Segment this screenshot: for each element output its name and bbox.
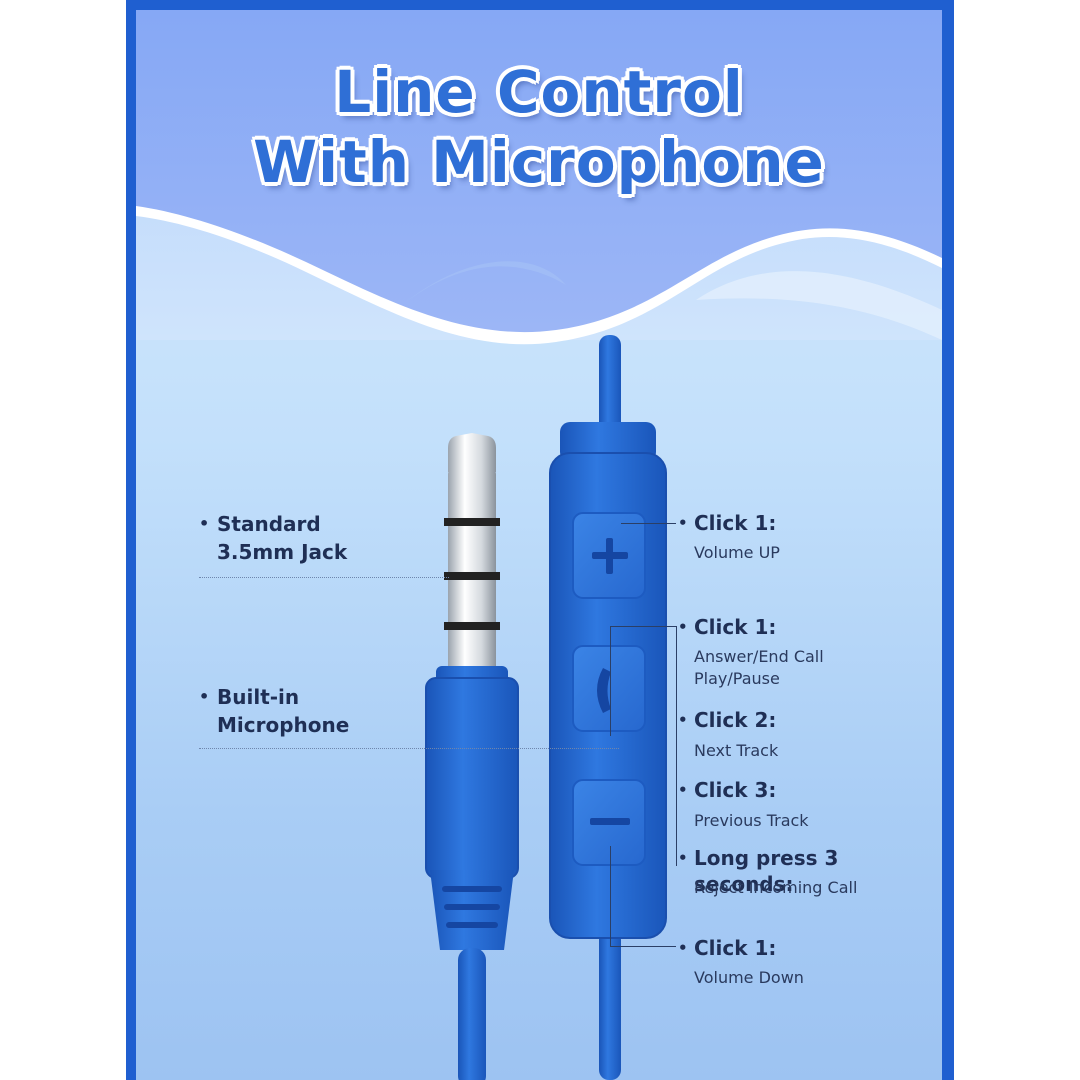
jack-label-line-2: 3.5mm Jack [217, 540, 348, 564]
plus-icon [572, 512, 646, 599]
image-frame: Line Control With Microphone [126, 0, 954, 1080]
earphone-illustration [425, 335, 667, 1080]
previous-track-heading: Click 3: [678, 777, 777, 803]
volume-down-pointer [610, 946, 676, 947]
microphone-label-line-1: Built-in [217, 685, 300, 709]
reject-call-heading: Long press 3 seconds: [678, 845, 942, 897]
answer-heading: Click 1: [678, 614, 777, 640]
jack-pointer-line [199, 577, 449, 578]
phone-actions-bracket [676, 626, 677, 866]
phone-icon [572, 645, 646, 732]
volume-up-heading: Click 1: [678, 510, 777, 536]
jack-label-line-1: Standard [217, 512, 321, 536]
answer-description: Answer/End Call [694, 647, 824, 666]
volume-up-pointer [621, 523, 676, 524]
reject-call-description: Reject Incoming Call [694, 878, 858, 897]
header-wave-background [136, 10, 942, 345]
volume-down-heading: Click 1: [678, 935, 777, 961]
inline-remote [549, 422, 667, 939]
previous-track-description: Previous Track [694, 811, 809, 830]
volume-down-stem [610, 846, 611, 946]
play-pause-description: Play/Pause [694, 669, 780, 688]
phone-button-pointer [610, 626, 676, 627]
microphone-pointer-line [199, 748, 619, 749]
title-line-2: With Microphone [253, 128, 825, 196]
audio-jack [425, 433, 519, 1080]
microphone-label: Built-in Microphone [199, 683, 350, 739]
product-canvas: Line Control With Microphone [136, 10, 942, 1080]
microphone-label-line-2: Microphone [217, 713, 350, 737]
volume-up-description: Volume UP [694, 543, 780, 562]
title-line-1: Line Control [334, 58, 744, 126]
next-track-heading: Click 2: [678, 707, 777, 733]
next-track-description: Next Track [694, 741, 779, 760]
minus-icon [572, 779, 646, 866]
jack-label: Standard 3.5mm Jack [199, 510, 348, 566]
volume-down-description: Volume Down [694, 968, 804, 987]
phone-button-stem [610, 626, 611, 736]
